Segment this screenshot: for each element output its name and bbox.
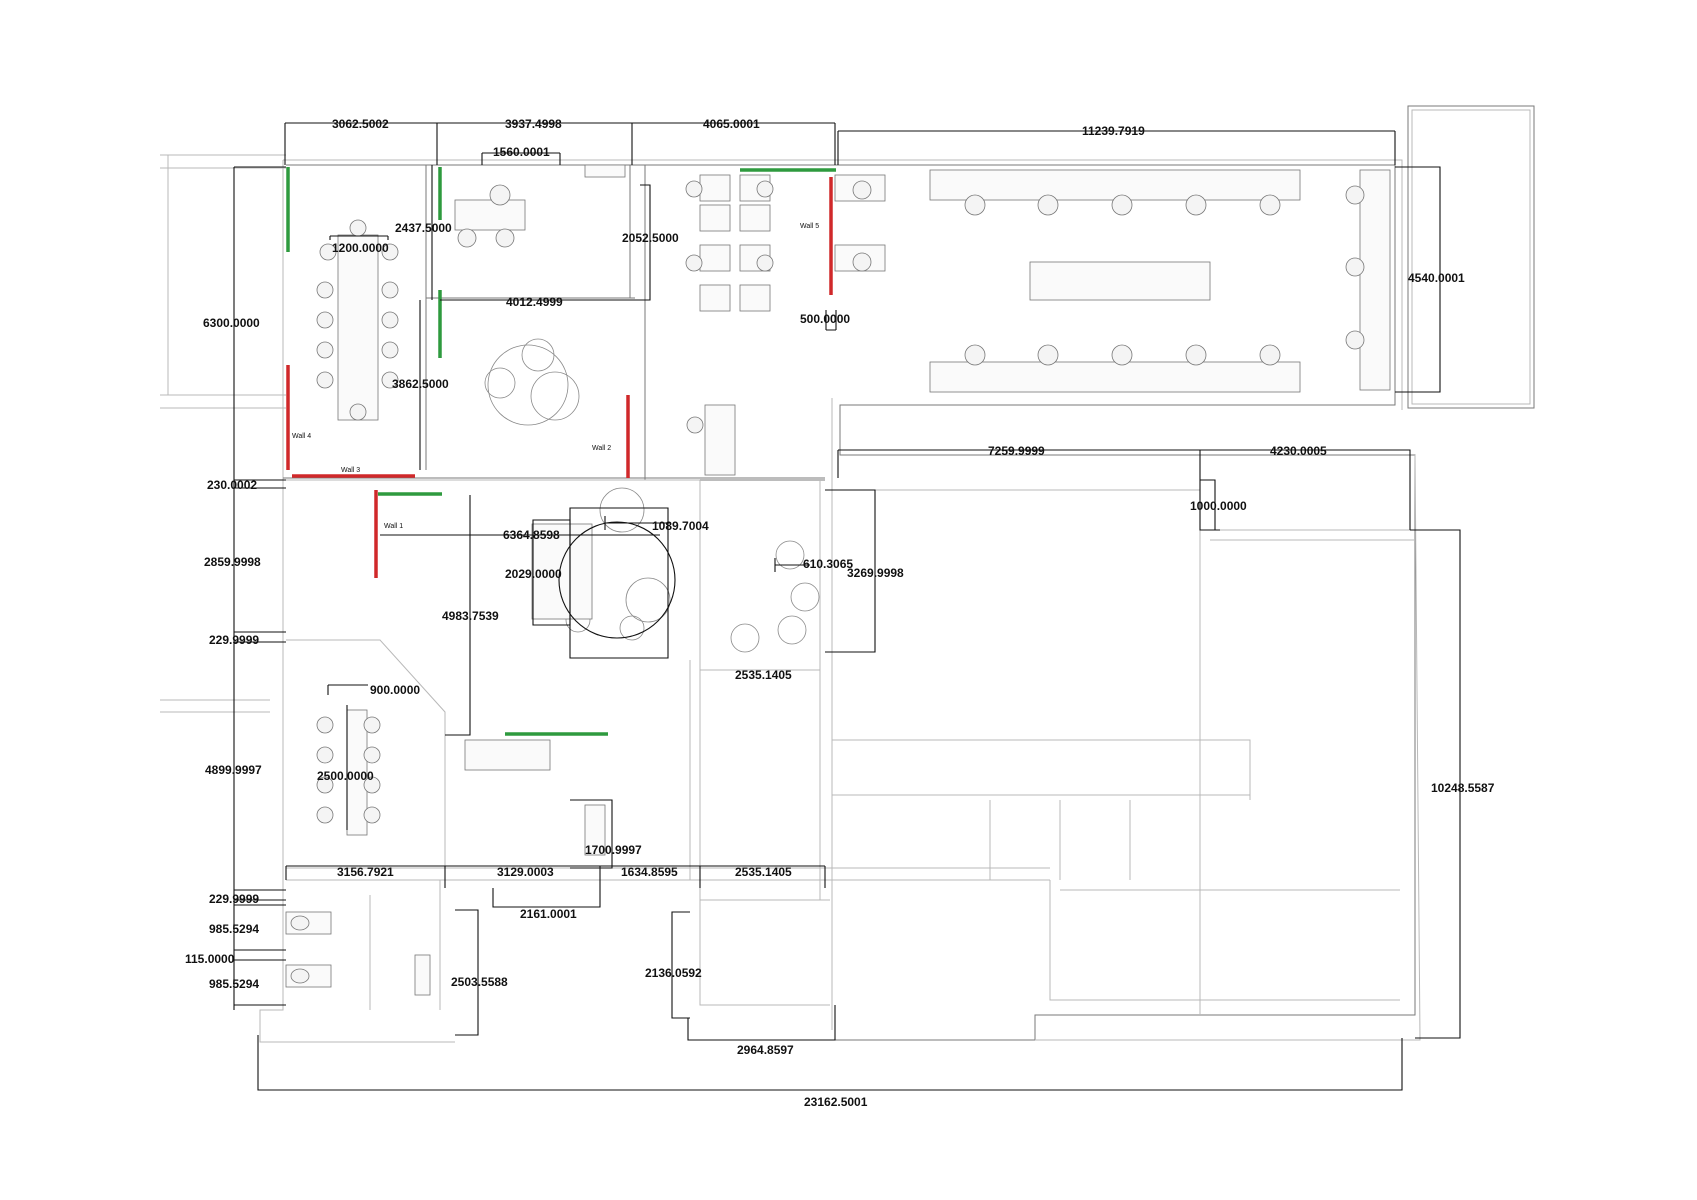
retained-walls [286, 167, 836, 736]
dim-1634: 1634.8595 [621, 865, 678, 879]
removed-walls [286, 177, 833, 578]
dim-4012: 4012.4999 [506, 295, 563, 309]
dim-2161: 2161.0001 [520, 907, 577, 921]
dim-3862: 3862.5000 [392, 377, 449, 391]
building-walls [160, 105, 1535, 1043]
dimension-lines [233, 122, 1461, 1091]
dim-top-2: 3937.4998 [505, 117, 562, 131]
wall-tag-3: Wall 3 [341, 467, 360, 474]
dim-4983: 4983.7539 [442, 609, 499, 623]
dim-1560: 1560.0001 [493, 145, 550, 159]
dim-3156: 3156.7921 [337, 865, 394, 879]
dim-7259: 7259.9999 [988, 444, 1045, 458]
dim-top-4: 11239.7919 [1082, 124, 1145, 138]
dim-2052: 2052.5000 [622, 231, 679, 245]
wall-tags: Wall 4 Wall 3 Wall 2 Wall 1 Wall 5 [292, 223, 819, 530]
dim-2136: 2136.0592 [645, 966, 702, 980]
dim-500: 500.0000 [800, 312, 850, 326]
dim-1089: 1089.7004 [652, 519, 709, 533]
boardroom-chairs [316, 219, 399, 421]
dim-4540: 4540.0001 [1408, 271, 1465, 285]
dim-1200: 1200.0000 [332, 241, 389, 255]
dim-top-1: 3062.5002 [332, 117, 389, 131]
dim-1700: 1700.9997 [585, 843, 642, 857]
dim-1000: 1000.0000 [1190, 499, 1247, 513]
dim-2535-upper: 2535.1405 [735, 668, 792, 682]
dim-115: 115.0000 [185, 952, 235, 966]
dim-4899: 4899.9997 [205, 763, 262, 777]
dim-2964: 2964.8597 [737, 1043, 794, 1057]
wall-tag-4: Wall 4 [292, 433, 311, 440]
dim-610: 610.3065 [803, 557, 853, 571]
furniture [285, 164, 1391, 996]
dim-229-lower: 229.9999 [209, 892, 259, 906]
dim-2535-lower: 2535.1405 [735, 865, 792, 879]
wall-tag-1: Wall 1 [384, 523, 403, 530]
dim-3129: 3129.0003 [497, 865, 554, 879]
dimension-labels: 3062.5002 3937.4998 4065.0001 11239.7919… [185, 117, 1495, 1109]
dim-23162: 23162.5001 [804, 1095, 868, 1109]
dim-985-upper: 985.5294 [209, 922, 259, 936]
dim-6300: 6300.0000 [203, 316, 260, 330]
dim-2503: 2503.5588 [451, 975, 508, 989]
dim-2029: 2029.0000 [505, 567, 562, 581]
wall-tag-2: Wall 2 [592, 445, 611, 452]
dim-6364: 6364.8598 [503, 528, 560, 542]
dim-2500: 2500.0000 [317, 769, 374, 783]
dim-4230: 4230.0005 [1270, 444, 1327, 458]
dim-10248: 10248.5587 [1431, 781, 1495, 795]
workstations-left [685, 174, 774, 476]
dim-230: 230.0002 [207, 478, 257, 492]
dim-top-3: 4065.0001 [703, 117, 760, 131]
wall-tag-5: Wall 5 [800, 223, 819, 230]
dim-2859: 2859.9998 [204, 555, 261, 569]
dim-2437: 2437.5000 [395, 221, 452, 235]
dim-229-upper: 229.9999 [209, 633, 259, 647]
dim-3269: 3269.9998 [847, 566, 904, 580]
workstations-right [834, 169, 1391, 393]
dim-985-lower: 985.5294 [209, 977, 259, 991]
dim-900: 900.0000 [370, 683, 420, 697]
